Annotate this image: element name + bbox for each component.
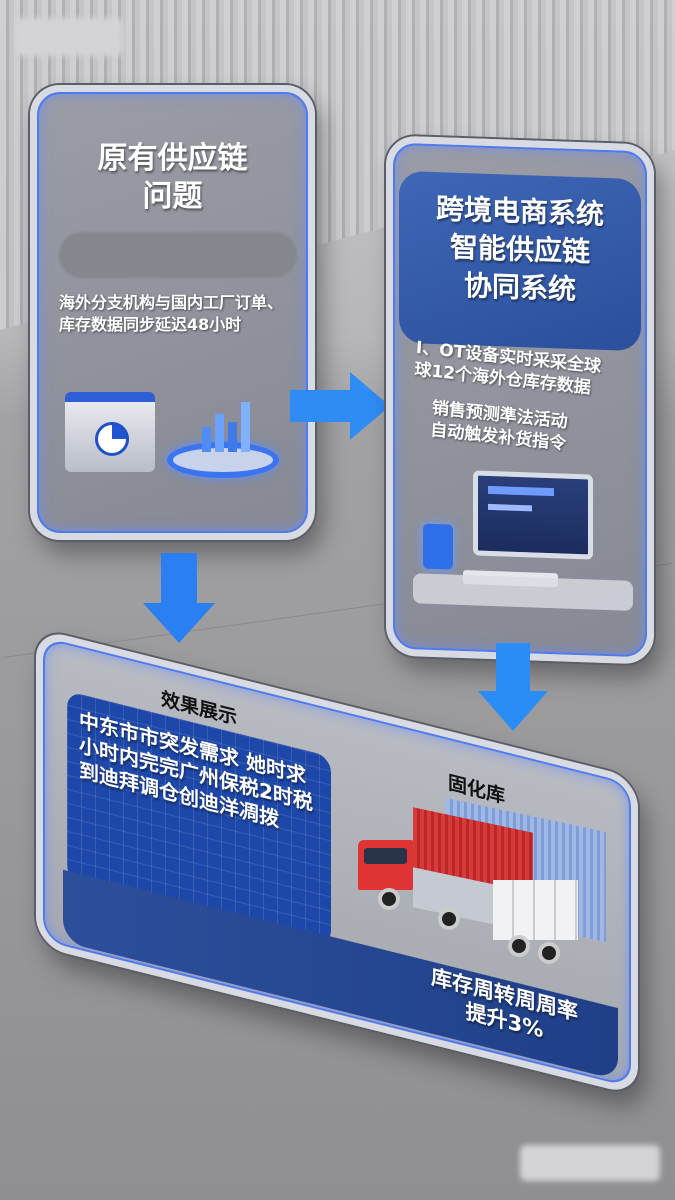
problem-title-line2: 问题 [142, 179, 203, 214]
arrow-down-icon [478, 643, 548, 731]
arrow-right-icon [290, 372, 390, 440]
device-illustration [423, 523, 453, 570]
blurred-pill [59, 232, 297, 278]
pie-chart-icon [95, 422, 129, 456]
system-header-panel: 跨境电商系统 智能供应链 协同系统 [399, 170, 641, 352]
arrow-down-icon [143, 553, 215, 643]
result-panel-text: 中东市市突发需求 她时求 小时内完完广州保税2时税到迪拜调仓创迪洋凋拨 [79, 707, 313, 832]
system-title-line3: 协同系统 [463, 269, 576, 306]
problem-body: 海外分支机构与国内工厂订单、库存数据同步延迟48小时 [59, 293, 284, 334]
monitor-illustration [473, 470, 593, 560]
blurred-watermark [520, 1145, 660, 1181]
blurred-logo [15, 18, 123, 56]
truck-illustration [358, 797, 613, 975]
server-illustration [65, 392, 155, 472]
problem-title-line1: 原有供应链 [97, 141, 248, 176]
desk-platform [413, 573, 633, 611]
bar-chart-icon [202, 402, 252, 452]
problem-card: 原有供应链 问题 海外分支机构与国内工厂订单、库存数据同步延迟48小时 [30, 85, 315, 540]
system-card: 跨境电商系统 智能供应链 协同系统 I、OT设备实时采采全球 球12个海外仓库存… [386, 135, 654, 665]
